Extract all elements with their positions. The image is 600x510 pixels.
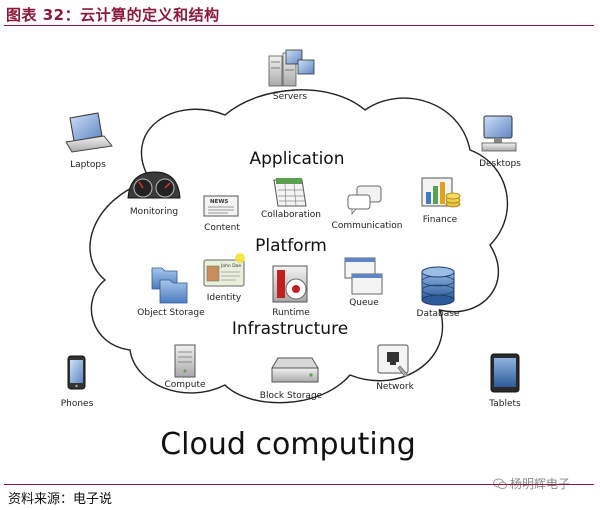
section-infrastructure-label: Infrastructure (232, 319, 348, 339)
network-jack-icon (377, 344, 409, 378)
top-rule (4, 25, 594, 26)
block-storage-drive-icon (271, 357, 319, 383)
wechat-icon (493, 478, 507, 489)
servers-label: Servers (273, 92, 308, 102)
collaboration-spreadsheet-icon (273, 178, 307, 207)
desktop-icon (481, 115, 517, 152)
object-storage-label: Object Storage (137, 308, 205, 318)
cloud-computing-diagram: Application Platform Infrastructure Clou… (61, 49, 521, 462)
finance-chart-icon (421, 177, 461, 208)
queue-windows-icon (344, 257, 383, 295)
object-storage-folder-icon (151, 267, 188, 304)
monitoring-gauge-icon (127, 171, 181, 199)
identity-card-text: John Doe (220, 263, 241, 269)
tablets-label: Tablets (488, 399, 521, 409)
network-label: Network (376, 382, 414, 392)
cloud-shape (89, 89, 509, 404)
queue-label: Queue (349, 298, 379, 308)
identity-card-icon: John Doe (203, 253, 245, 287)
monitoring-label: Monitoring (130, 207, 178, 217)
source-note: 资料来源：电子说 (8, 492, 113, 507)
runtime-box-icon (272, 265, 308, 303)
collaboration-label: Collaboration (261, 210, 321, 220)
laptop-icon (65, 112, 113, 153)
identity-label: Identity (207, 293, 242, 303)
content-newspaper-icon: NEWS (203, 195, 239, 217)
tablet-icon (490, 353, 520, 393)
communication-label: Communication (332, 221, 403, 231)
desktops-label: Desktops (479, 159, 521, 169)
block-storage-label: Block Storage (260, 391, 323, 401)
finance-label: Finance (423, 215, 458, 225)
servers-icon (268, 49, 315, 87)
compute-label: Compute (164, 380, 206, 390)
phones-label: Phones (61, 399, 94, 409)
newspaper-text: NEWS (210, 199, 228, 205)
section-application-label: Application (250, 149, 345, 169)
compute-server-icon (174, 344, 196, 378)
figure-title: 图表 32：云计算的定义和结构 (6, 6, 220, 24)
phone-icon (67, 355, 86, 390)
bottom-rule (4, 484, 594, 485)
section-platform-label: Platform (255, 236, 327, 256)
database-cylinder-icon (421, 266, 455, 306)
laptops-label: Laptops (70, 160, 106, 170)
communication-chat-icon (347, 185, 382, 216)
diagram-main-title: Cloud computing (160, 427, 416, 462)
runtime-label: Runtime (272, 308, 310, 318)
content-label: Content (204, 223, 240, 233)
database-label: Database (417, 309, 460, 319)
